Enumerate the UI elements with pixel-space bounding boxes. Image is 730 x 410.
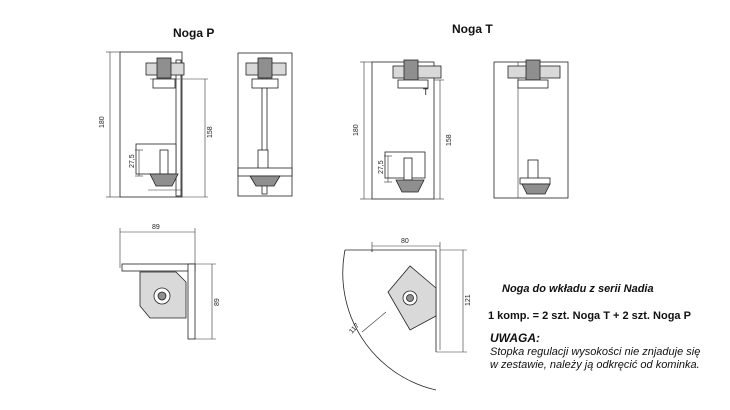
note-warning-title: UWAGA: [490, 331, 540, 345]
dim-t-top-depth: 121 [465, 294, 472, 306]
noga-t-side-view [493, 59, 569, 199]
noga-t-top-view: 80 117 121 [342, 238, 472, 391]
noga-t-foot-pad [395, 179, 425, 193]
note-heading: Noga do wkładu z serii Nadia [502, 283, 654, 295]
dim-p-foot: 27,5 [129, 154, 136, 168]
noga-p-foot-block [135, 143, 177, 175]
dim-p-height: 180 [99, 116, 106, 128]
noga-t-front-dimensions: 180 158 27,5 [353, 61, 453, 200]
noga-p-bolt-inner [157, 291, 167, 301]
noga-p-front-dimensions: 180 158 27,5 [99, 51, 214, 198]
noga-p-front-view [119, 51, 185, 198]
noga-p-bracket-side [175, 59, 182, 197]
noga-p-clamp [152, 78, 176, 89]
title-noga-t: Noga T [452, 22, 493, 36]
noga-t-bolt-inner [406, 294, 414, 302]
note-warning-line1: Stopka regulacji wysokości nie znjaduje … [490, 346, 701, 358]
noga-p-side-view [237, 52, 293, 197]
note-composition: 1 komp. = 2 szt. Noga T + 2 szt. Noga P [488, 310, 691, 322]
dim-p-top-depth: 89 [214, 298, 221, 306]
t-mark-label: T [423, 87, 429, 97]
dim-t-inner: 158 [446, 134, 453, 146]
dim-t-height: 180 [353, 124, 360, 136]
dim-p-top-width: 89 [152, 224, 160, 231]
dim-t-top-width: 80 [401, 238, 409, 245]
noga-t-nut [403, 59, 419, 81]
title-noga-p: Noga P [173, 26, 215, 40]
noga-p-nut [156, 57, 172, 79]
noga-p-top-view: 89 89 [119, 224, 221, 340]
noga-t-arc [342, 249, 437, 391]
dim-t-foot: 27,5 [378, 160, 385, 174]
noga-p-foot-pad [149, 173, 179, 187]
noga-t-front-view: T [371, 59, 442, 200]
note-warning-line2: w zestawie, należy ją odkręcić od komink… [490, 359, 700, 371]
dim-p-inner: 158 [207, 126, 214, 138]
